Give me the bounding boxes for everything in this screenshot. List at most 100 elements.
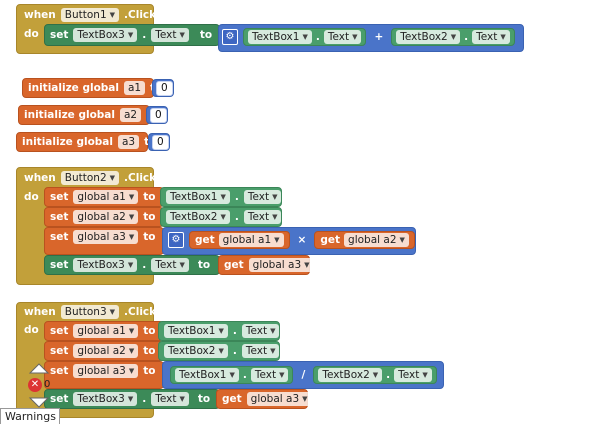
- get-label: get: [222, 393, 242, 405]
- text-property-dropdown[interactable]: Text▼: [151, 28, 189, 42]
- multiply-operator: ×: [297, 234, 307, 246]
- to-label: to: [199, 29, 213, 41]
- to-label: to: [197, 393, 211, 405]
- warnings-tab[interactable]: Warnings: [0, 408, 60, 424]
- dot-label: .: [234, 211, 239, 223]
- plus-operator: +: [374, 31, 384, 43]
- click-label: .Click: [124, 9, 157, 21]
- text-property-dropdown[interactable]: Text▼: [472, 30, 510, 44]
- text-property-dropdown[interactable]: Text▼: [241, 344, 280, 358]
- textbox2-text-getter[interactable]: TextBox2▼ . Text▼: [391, 28, 515, 46]
- get-label: get: [195, 234, 215, 246]
- global-a3-dropdown[interactable]: global a3▼: [248, 258, 314, 272]
- text-property-dropdown[interactable]: Text▼: [250, 368, 289, 382]
- set-label: set: [50, 393, 69, 405]
- to-label: to: [143, 345, 156, 357]
- textbox3-dropdown[interactable]: TextBox3▼: [73, 28, 138, 42]
- init-label: initialize global: [22, 136, 113, 148]
- textbox1-dropdown[interactable]: TextBox1▼: [166, 190, 230, 204]
- var-name-a1[interactable]: a1: [124, 81, 146, 95]
- textbox2-text-getter[interactable]: TextBox2▼ . Text▼: [313, 366, 437, 384]
- get-label: get: [320, 234, 341, 246]
- textbox1-text-getter[interactable]: TextBox1▼ . Text▼: [243, 28, 367, 46]
- text-property-dropdown[interactable]: Text▼: [323, 30, 362, 44]
- dot-label: .: [142, 259, 147, 271]
- dot-label: .: [242, 369, 247, 381]
- textbox1-dropdown[interactable]: TextBox1▼: [248, 30, 312, 44]
- to-label: to: [143, 191, 156, 203]
- global-a1-dropdown[interactable]: global a1▼: [218, 233, 284, 247]
- button1-dropdown[interactable]: Button1▼: [60, 8, 120, 22]
- do-label: do: [24, 324, 39, 336]
- do-label: do: [24, 28, 39, 40]
- error-icon[interactable]: ✕: [28, 378, 42, 392]
- gear-icon[interactable]: ⚙: [168, 232, 184, 248]
- dot-label: .: [234, 191, 239, 203]
- dot-label: .: [142, 393, 147, 405]
- var-name-a2[interactable]: a2: [120, 108, 142, 122]
- text-property-dropdown[interactable]: Text▼: [243, 210, 282, 224]
- button2-dropdown[interactable]: Button2▼: [60, 171, 120, 185]
- set-label: set: [50, 325, 69, 337]
- set-label: set: [50, 365, 69, 377]
- warning-arrows[interactable]: [28, 362, 50, 410]
- textbox2-dropdown[interactable]: TextBox2▼: [166, 210, 230, 224]
- global-a1-dropdown[interactable]: global a1▼: [73, 324, 139, 338]
- text-property-dropdown[interactable]: Text▼: [151, 392, 189, 406]
- do-label: do: [24, 191, 39, 203]
- button3-dropdown[interactable]: Button3▼: [60, 305, 120, 319]
- textbox2-dropdown[interactable]: TextBox2▼: [318, 368, 383, 382]
- global-a2-dropdown[interactable]: global a2▼: [73, 210, 139, 224]
- textbox3-dropdown[interactable]: TextBox3▼: [73, 258, 138, 272]
- to-label: to: [143, 365, 156, 377]
- gear-icon[interactable]: ⚙: [222, 29, 238, 45]
- text-property-dropdown[interactable]: Text▼: [151, 258, 189, 272]
- get-global-a1-block[interactable]: get global a1▼: [189, 231, 290, 249]
- warning-navigation: ✕ 0: [28, 362, 50, 410]
- global-a1-dropdown[interactable]: global a1▼: [73, 190, 139, 204]
- error-count: 0: [44, 379, 51, 390]
- number-value[interactable]: 0: [152, 135, 169, 150]
- to-label: to: [143, 211, 156, 223]
- set-label: set: [50, 191, 69, 203]
- dot-label: .: [386, 369, 391, 381]
- dot-label: .: [232, 345, 237, 357]
- textbox1-text-getter[interactable]: TextBox1▼ . Text▼: [170, 366, 294, 384]
- when-label: when: [24, 172, 56, 184]
- textbox3-dropdown[interactable]: TextBox3▼: [73, 392, 138, 406]
- text-property-dropdown[interactable]: Text▼: [243, 190, 282, 204]
- get-global-a2-block[interactable]: get global a2▼: [314, 231, 415, 249]
- to-label: to: [197, 259, 211, 271]
- textbox2-dropdown[interactable]: TextBox2▼: [164, 344, 228, 358]
- set-label: set: [50, 259, 69, 271]
- textbox2-dropdown[interactable]: TextBox2▼: [396, 30, 461, 44]
- text-property-dropdown[interactable]: Text▼: [241, 324, 280, 338]
- init-label: initialize global: [28, 82, 119, 94]
- dot-label: .: [232, 325, 237, 337]
- global-a2-dropdown[interactable]: global a2▼: [344, 233, 409, 247]
- click-label: .Click: [124, 172, 157, 184]
- set-label: set: [50, 29, 69, 41]
- number-value[interactable]: 0: [150, 108, 167, 123]
- get-label: get: [224, 259, 244, 271]
- set-label: set: [50, 345, 69, 357]
- number-value[interactable]: 0: [156, 81, 173, 96]
- textbox1-dropdown[interactable]: TextBox1▼: [175, 368, 239, 382]
- global-a3-dropdown[interactable]: global a3▼: [73, 230, 139, 244]
- textbox1-dropdown[interactable]: TextBox1▼: [164, 324, 228, 338]
- global-a2-dropdown[interactable]: global a2▼: [73, 344, 139, 358]
- var-name-a3[interactable]: a3: [118, 135, 140, 149]
- to-label: to: [143, 325, 156, 337]
- when-label: when: [24, 9, 56, 21]
- init-label: initialize global: [24, 109, 115, 121]
- dot-label: .: [464, 31, 469, 43]
- when-label: when: [24, 306, 56, 318]
- divide-operator: /: [301, 369, 306, 381]
- init-global-a3[interactable]: [16, 132, 148, 152]
- global-a3-dropdown[interactable]: global a3▼: [73, 364, 139, 378]
- set-label: set: [50, 231, 69, 243]
- text-property-dropdown[interactable]: Text▼: [394, 368, 432, 382]
- global-a3-dropdown[interactable]: global a3▼: [246, 392, 312, 406]
- to-label: to: [143, 231, 156, 243]
- click-label: .Click: [124, 306, 157, 318]
